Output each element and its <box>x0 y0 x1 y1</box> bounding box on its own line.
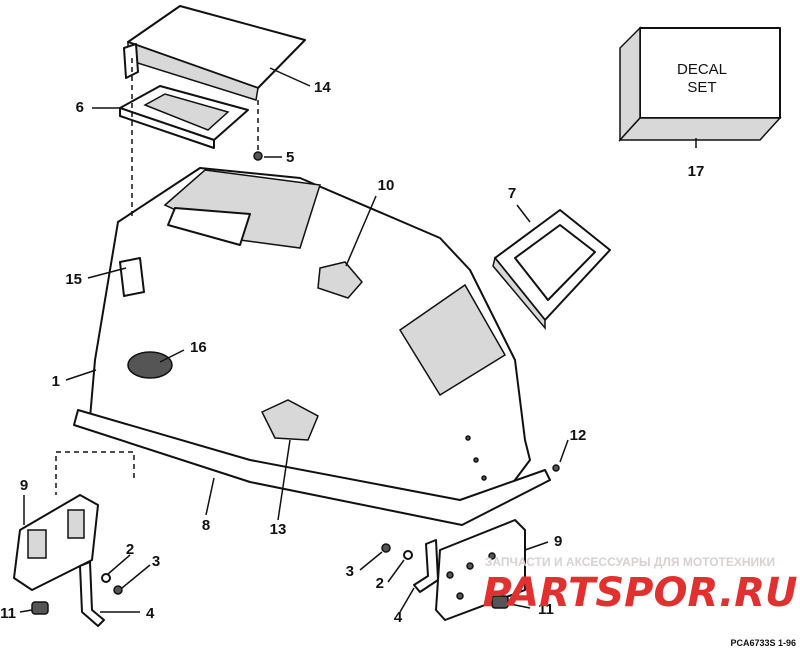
part-5-screw <box>253 151 263 161</box>
part-6-seal-frame <box>119 85 249 149</box>
callout-16: 16 <box>190 339 207 356</box>
callouts: 6 14 5 17 7 10 15 16 1 12 8 13 9 2 3 4 1… <box>0 79 704 626</box>
callout-2-right: 2 <box>376 575 384 592</box>
part-17-decal-box: DECAL SET <box>618 26 782 142</box>
part-8-lower-seal <box>73 409 551 526</box>
callout-11-left: 11 <box>0 605 16 622</box>
callout-14: 14 <box>314 79 331 96</box>
decal-label-line2: SET <box>687 79 716 96</box>
callout-6: 6 <box>76 99 84 116</box>
callout-15: 15 <box>65 271 82 288</box>
callout-12: 12 <box>570 427 587 444</box>
callout-9-left: 9 <box>20 477 28 494</box>
part-9-right-bracket <box>435 519 526 621</box>
callout-17: 17 <box>688 163 705 180</box>
watermark-text: ЗАПЧАСТИ И АКСЕССУАРЫ ДЛЯ МОТОТЕХНИКИ <box>485 555 775 569</box>
callout-3-left: 3 <box>152 553 160 570</box>
callout-4-left: 4 <box>146 605 155 622</box>
part-code: PCA6733S 1-96 <box>730 638 796 648</box>
watermark: ЗАПЧАСТИ И АКСЕССУАРЫ ДЛЯ МОТОТЕХНИКИ PA… <box>482 555 797 616</box>
callout-10: 10 <box>378 177 395 194</box>
callout-11-right: 11 <box>538 601 554 618</box>
part-14-lid <box>123 5 306 101</box>
callout-2-left: 2 <box>126 541 134 558</box>
callout-5: 5 <box>286 149 294 166</box>
callout-9-right: 9 <box>554 533 562 550</box>
part-7-window-seal <box>492 209 611 331</box>
part-9-left-bracket <box>13 494 99 591</box>
part-11-grommets <box>31 595 509 615</box>
callout-4-right: 4 <box>394 609 403 626</box>
parts-2-3-4-hardware <box>79 464 560 627</box>
callout-7: 7 <box>508 185 516 202</box>
callout-8: 8 <box>202 517 210 534</box>
decal-label-line1: DECAL <box>677 61 727 78</box>
part-1-motor-cover <box>89 167 531 506</box>
leader-lines <box>19 67 697 613</box>
callout-3-right: 3 <box>346 563 354 580</box>
phantom-lines <box>55 58 259 495</box>
callout-13: 13 <box>270 521 287 538</box>
watermark-logo: PARTSPOR.RU <box>482 570 797 616</box>
callout-1: 1 <box>52 373 60 390</box>
